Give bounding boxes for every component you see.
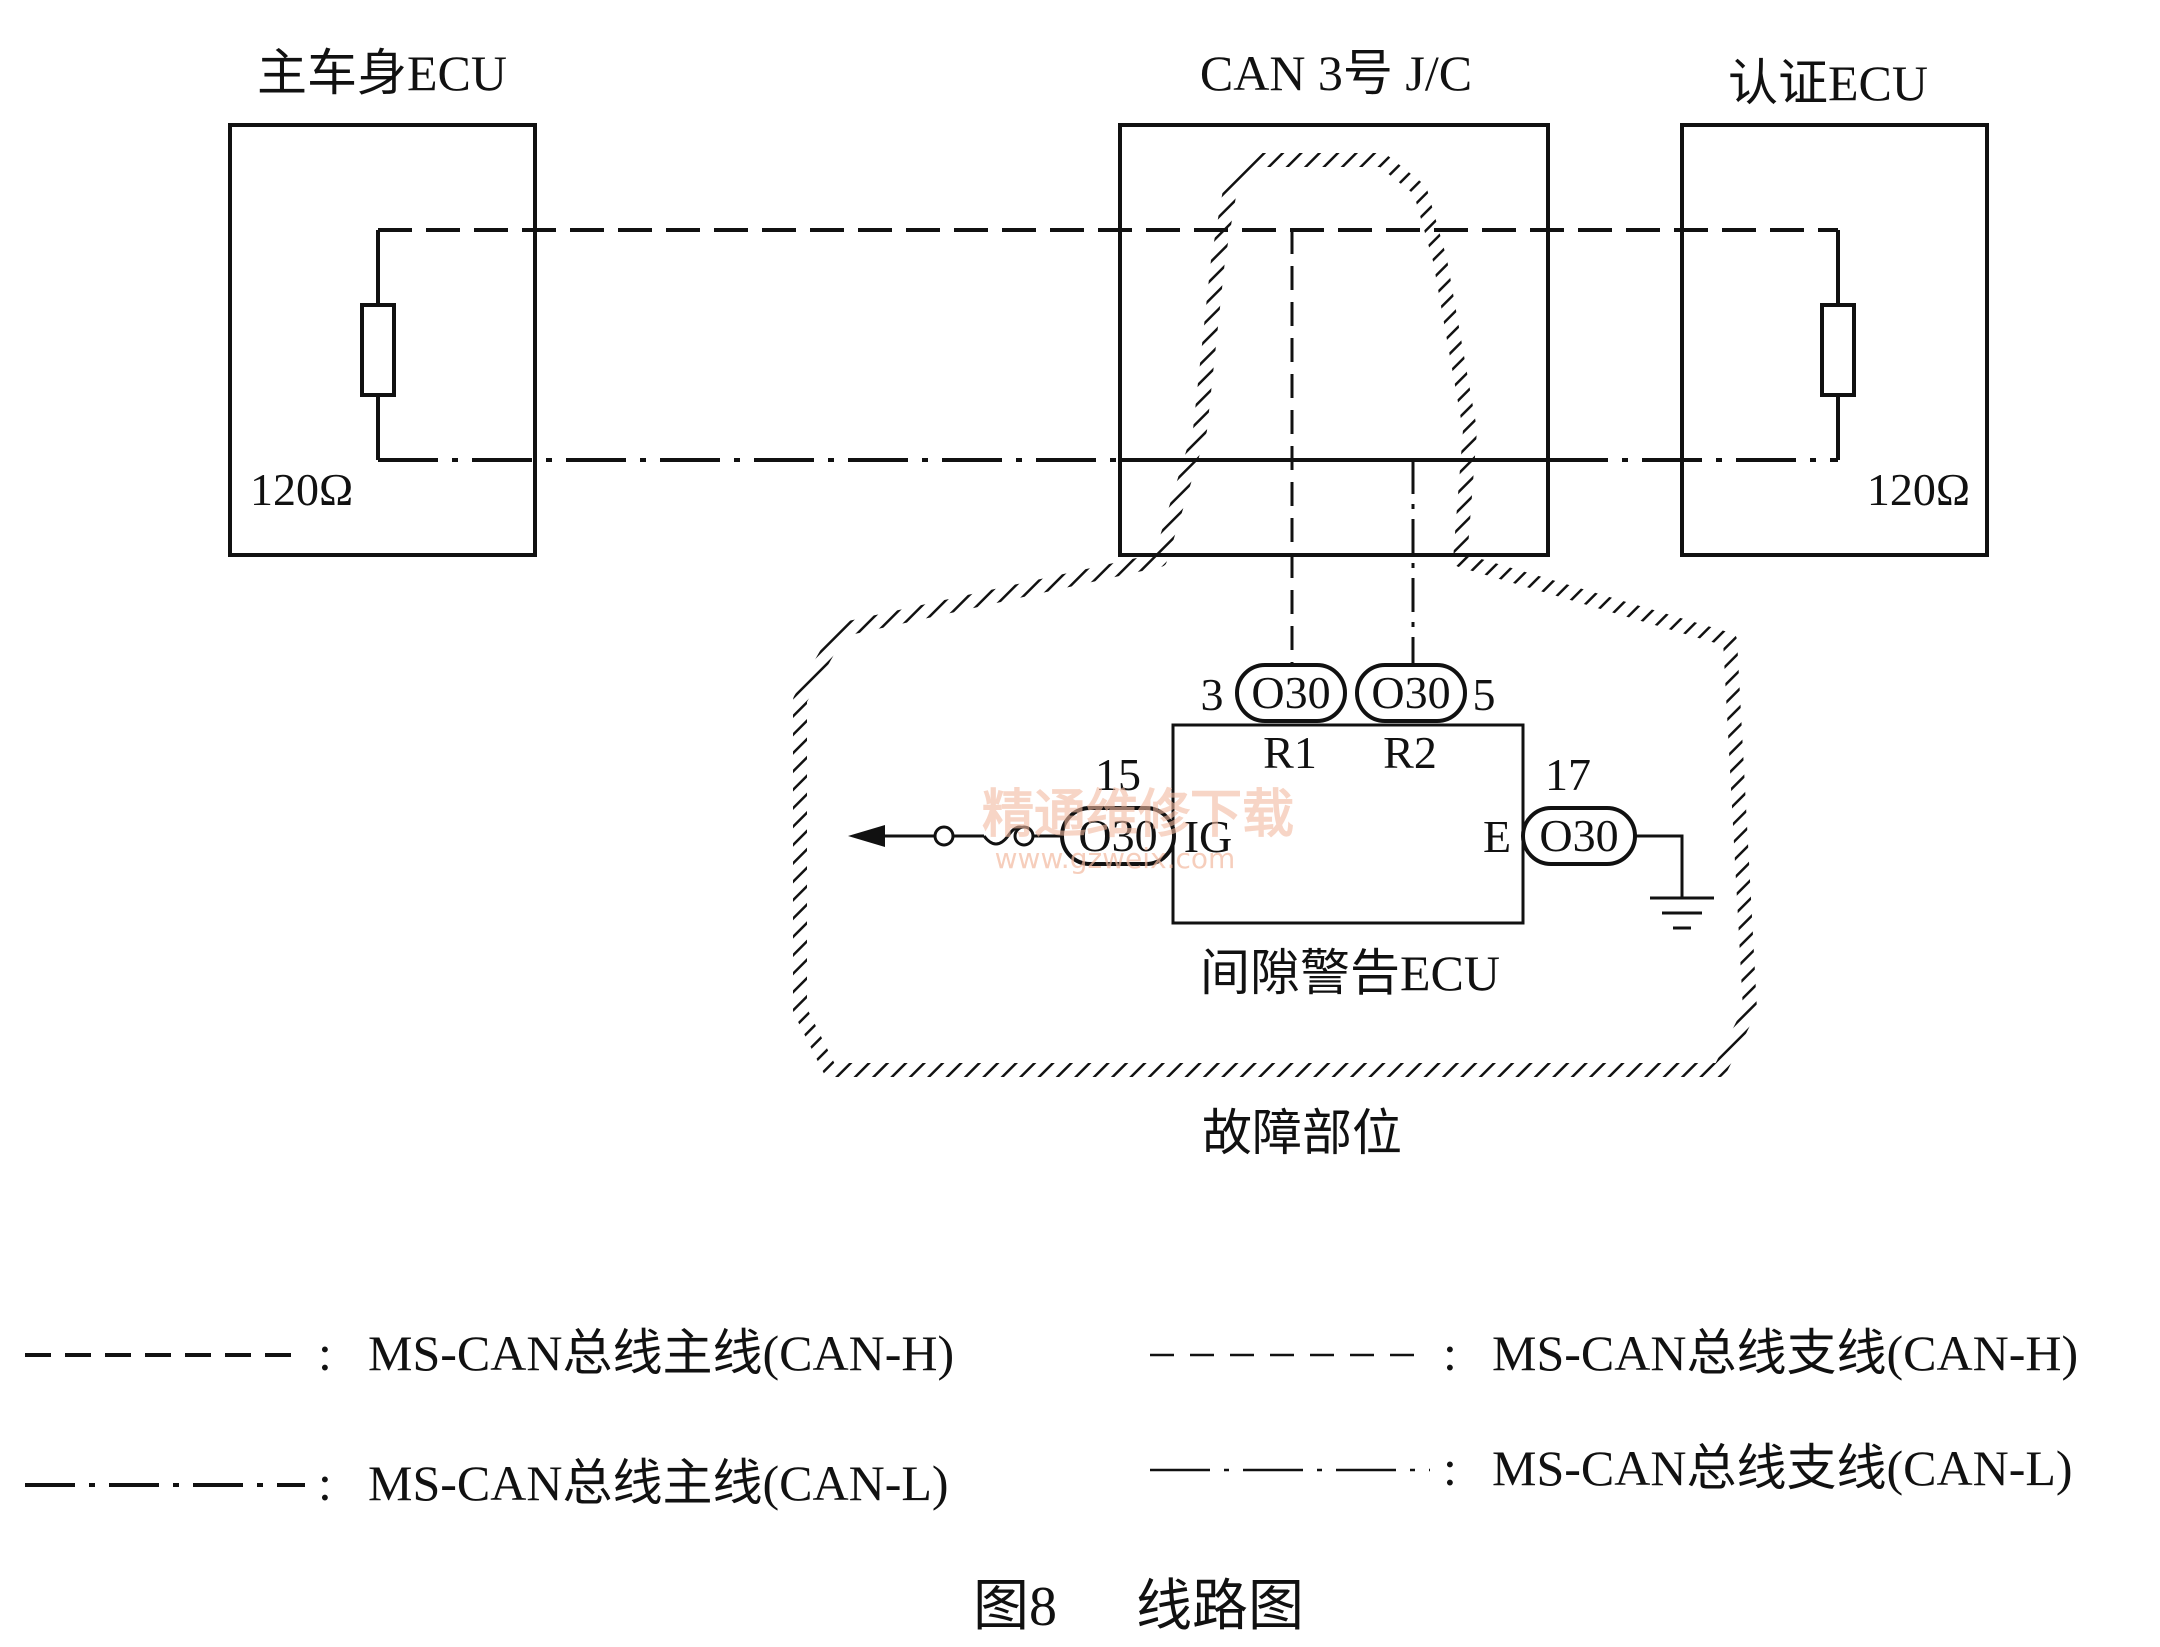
resistor-left-label: 120Ω — [250, 464, 353, 515]
figure-number: 图8 — [973, 1576, 1057, 1638]
connector-pin-3: O30 — [1235, 663, 1347, 723]
resistor-left — [360, 230, 396, 460]
svg-text:O30: O30 — [1251, 667, 1330, 718]
fault-area-boundary — [793, 153, 1757, 1077]
main-body-ecu-box — [228, 123, 537, 557]
svg-text::: : — [1443, 1440, 1457, 1496]
connector-pin-5: O30 — [1355, 663, 1467, 723]
gap-warning-ecu-title: 间隙警告ECU — [1200, 945, 1500, 1001]
svg-text:O30: O30 — [1078, 810, 1157, 861]
resistor-right — [1820, 230, 1856, 460]
svg-text:O30: O30 — [1539, 810, 1618, 861]
auth-ecu-box — [1680, 123, 1989, 557]
svg-text::: : — [318, 1455, 332, 1511]
watermark-line1: 精通维修下载 — [982, 785, 1294, 845]
resistor-right-label: 120Ω — [1867, 464, 1970, 515]
connector-pin-17: O30 — [1521, 806, 1637, 866]
terminal-e: E — [1483, 811, 1511, 862]
can-junction-box — [1118, 123, 1550, 557]
pin-number-3: 3 — [1201, 669, 1224, 720]
legend-label-can-h-branch: MS-CAN总线支线(CAN-H) — [1492, 1325, 2078, 1381]
terminal-r2: R2 — [1383, 727, 1437, 778]
legend-label-can-l-main: MS-CAN总线主线(CAN-L) — [368, 1455, 949, 1511]
ground-icon — [1635, 834, 1714, 930]
legend-label-can-h-main: MS-CAN总线主线(CAN-H) — [368, 1325, 954, 1381]
main-body-ecu-title: 主车身ECU — [257, 45, 507, 101]
legend-label-can-l-branch: MS-CAN总线支线(CAN-L) — [1492, 1440, 2073, 1496]
svg-text::: : — [318, 1325, 332, 1381]
can-junction-title: CAN 3号 J/C — [1200, 45, 1472, 101]
watermark-line2: www.gzweix.com — [995, 842, 1236, 875]
fault-area-label: 故障部位 — [1202, 1105, 1402, 1161]
arrow-left-icon — [848, 825, 885, 847]
auth-ecu-title: 认证ECU — [1728, 55, 1928, 111]
figure-title: 线路图 — [1136, 1576, 1304, 1638]
pin-number-15: 15 — [1095, 749, 1141, 800]
ig-power-feed — [848, 825, 1062, 847]
terminal-r1: R1 — [1263, 727, 1317, 778]
pin-number-17: 17 — [1545, 749, 1591, 800]
terminal-ig: IG — [1184, 811, 1233, 862]
pin-number-5: 5 — [1473, 669, 1496, 720]
legend: : MS-CAN总线主线(CAN-H) : MS-CAN总线主线(CAN-L) … — [25, 1325, 2078, 1511]
svg-text:O30: O30 — [1371, 667, 1450, 718]
svg-text::: : — [1443, 1325, 1457, 1381]
